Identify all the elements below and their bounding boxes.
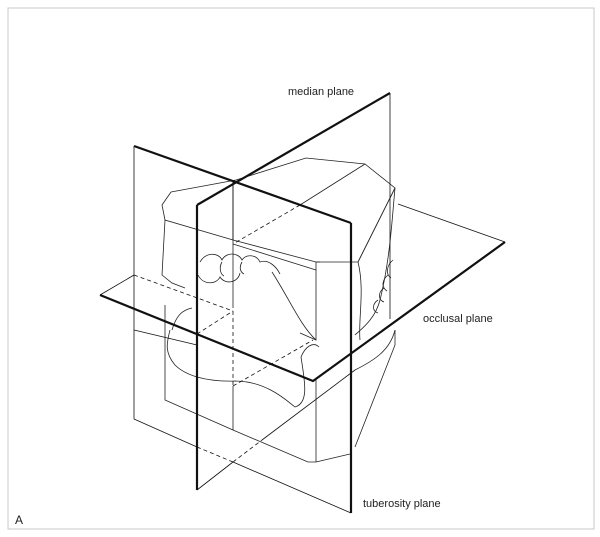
dental-cast xyxy=(161,157,396,463)
tuberosity-plane xyxy=(133,144,353,514)
median-plane-label: median plane xyxy=(288,86,355,98)
occlusal-plane xyxy=(99,203,506,383)
tuberosity-plane-label: tuberosity plane xyxy=(363,498,441,510)
figure-frame xyxy=(7,7,595,530)
occlusal-plane-label: occlusal plane xyxy=(423,313,493,325)
median-plane xyxy=(195,92,391,491)
figure-letter: A xyxy=(15,513,24,527)
plane-intersections xyxy=(133,180,314,463)
